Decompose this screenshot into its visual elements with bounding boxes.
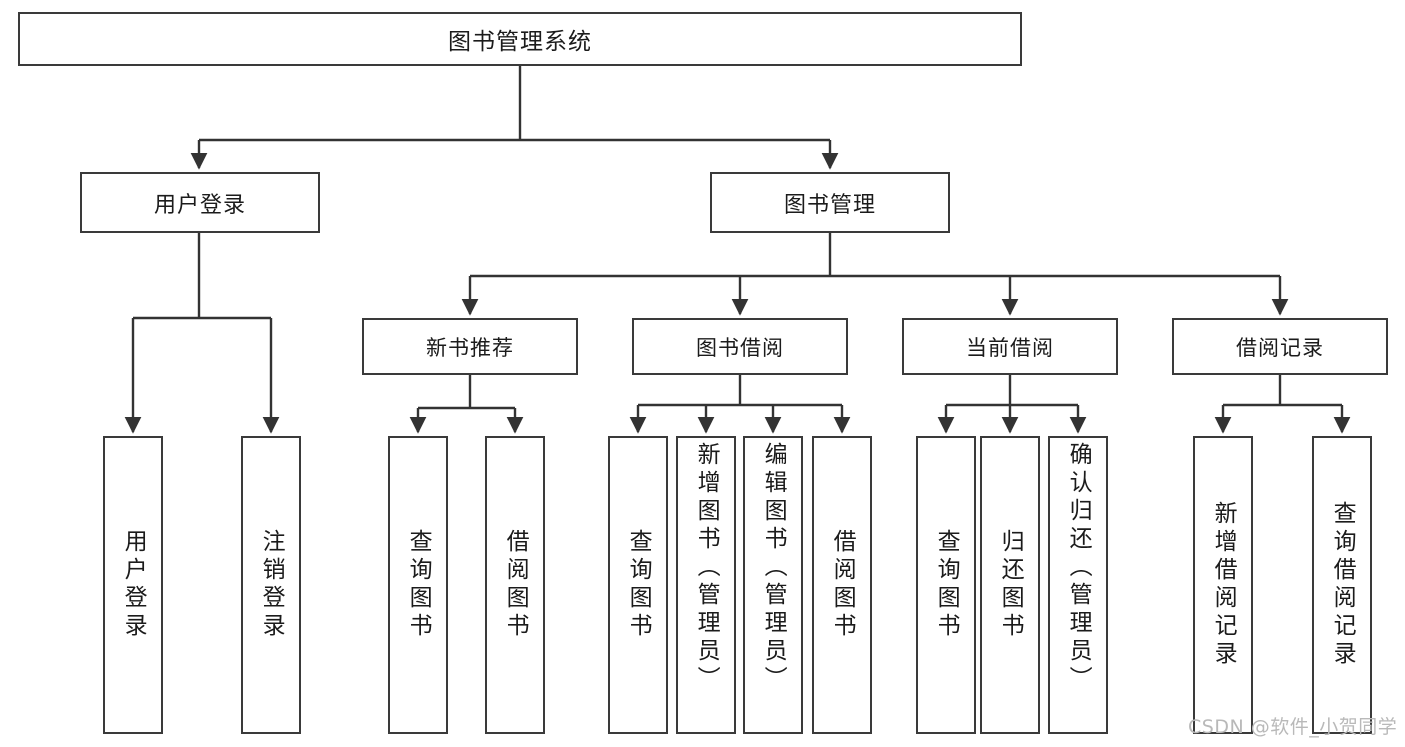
leaf-label: 查询图书 [933, 529, 960, 641]
leaf-book-borrow-borrow-book[interactable]: 借阅图书 [812, 436, 872, 734]
node-root-book-management-system[interactable]: 图书管理系统 [18, 12, 1022, 66]
leaf-label: 编辑图书（管理员） [760, 442, 787, 694]
leaf-borrow-record-add-record[interactable]: 新增借阅记录 [1193, 436, 1253, 734]
leaf-label: 查询借阅记录 [1329, 501, 1356, 669]
node-label: 图书管理 [783, 192, 876, 218]
leaf-current-borrow-confirm-return-admin[interactable]: 确认归还（管理员） [1048, 436, 1108, 734]
leaf-label: 确认归还（管理员） [1065, 442, 1092, 694]
leaf-new-book-borrow-book[interactable]: 借阅图书 [485, 436, 545, 734]
leaf-book-borrow-edit-book-admin[interactable]: 编辑图书（管理员） [743, 436, 803, 734]
node-label: 图书借阅 [696, 335, 784, 360]
leaf-book-borrow-add-book-admin[interactable]: 新增图书（管理员） [676, 436, 736, 734]
leaf-user-login-logout[interactable]: 注销登录 [241, 436, 301, 734]
node-borrow-record[interactable]: 借阅记录 [1172, 318, 1388, 375]
leaf-current-borrow-return-book[interactable]: 归还图书 [980, 436, 1040, 734]
leaf-user-login-login[interactable]: 用户登录 [103, 436, 163, 734]
leaf-book-borrow-query-book[interactable]: 查询图书 [608, 436, 668, 734]
leaf-label: 借阅图书 [829, 529, 856, 641]
leaf-label: 查询图书 [625, 529, 652, 641]
leaf-label: 注销登录 [258, 529, 285, 641]
node-book-borrow[interactable]: 图书借阅 [632, 318, 848, 375]
node-label: 借阅记录 [1236, 335, 1324, 360]
leaf-label: 用户登录 [120, 529, 147, 641]
leaf-label: 借阅图书 [502, 529, 529, 641]
node-book-management[interactable]: 图书管理 [710, 172, 950, 233]
leaf-borrow-record-query-record[interactable]: 查询借阅记录 [1312, 436, 1372, 734]
leaf-label: 新增图书（管理员） [693, 442, 720, 694]
node-current-borrow[interactable]: 当前借阅 [902, 318, 1118, 375]
leaf-label: 归还图书 [997, 529, 1024, 641]
node-user-login[interactable]: 用户登录 [80, 172, 320, 233]
leaf-current-borrow-query-book[interactable]: 查询图书 [916, 436, 976, 734]
node-label: 新书推荐 [426, 335, 514, 360]
leaf-label: 查询图书 [405, 529, 432, 641]
node-new-book-recommend[interactable]: 新书推荐 [362, 318, 578, 375]
node-label: 用户登录 [153, 192, 246, 218]
leaf-label: 新增借阅记录 [1210, 501, 1237, 669]
node-label: 图书管理系统 [448, 29, 592, 55]
node-label: 当前借阅 [966, 335, 1054, 360]
leaf-new-book-query-book[interactable]: 查询图书 [388, 436, 448, 734]
watermark-text: CSDN @软件_小贺同学 [1188, 716, 1398, 738]
